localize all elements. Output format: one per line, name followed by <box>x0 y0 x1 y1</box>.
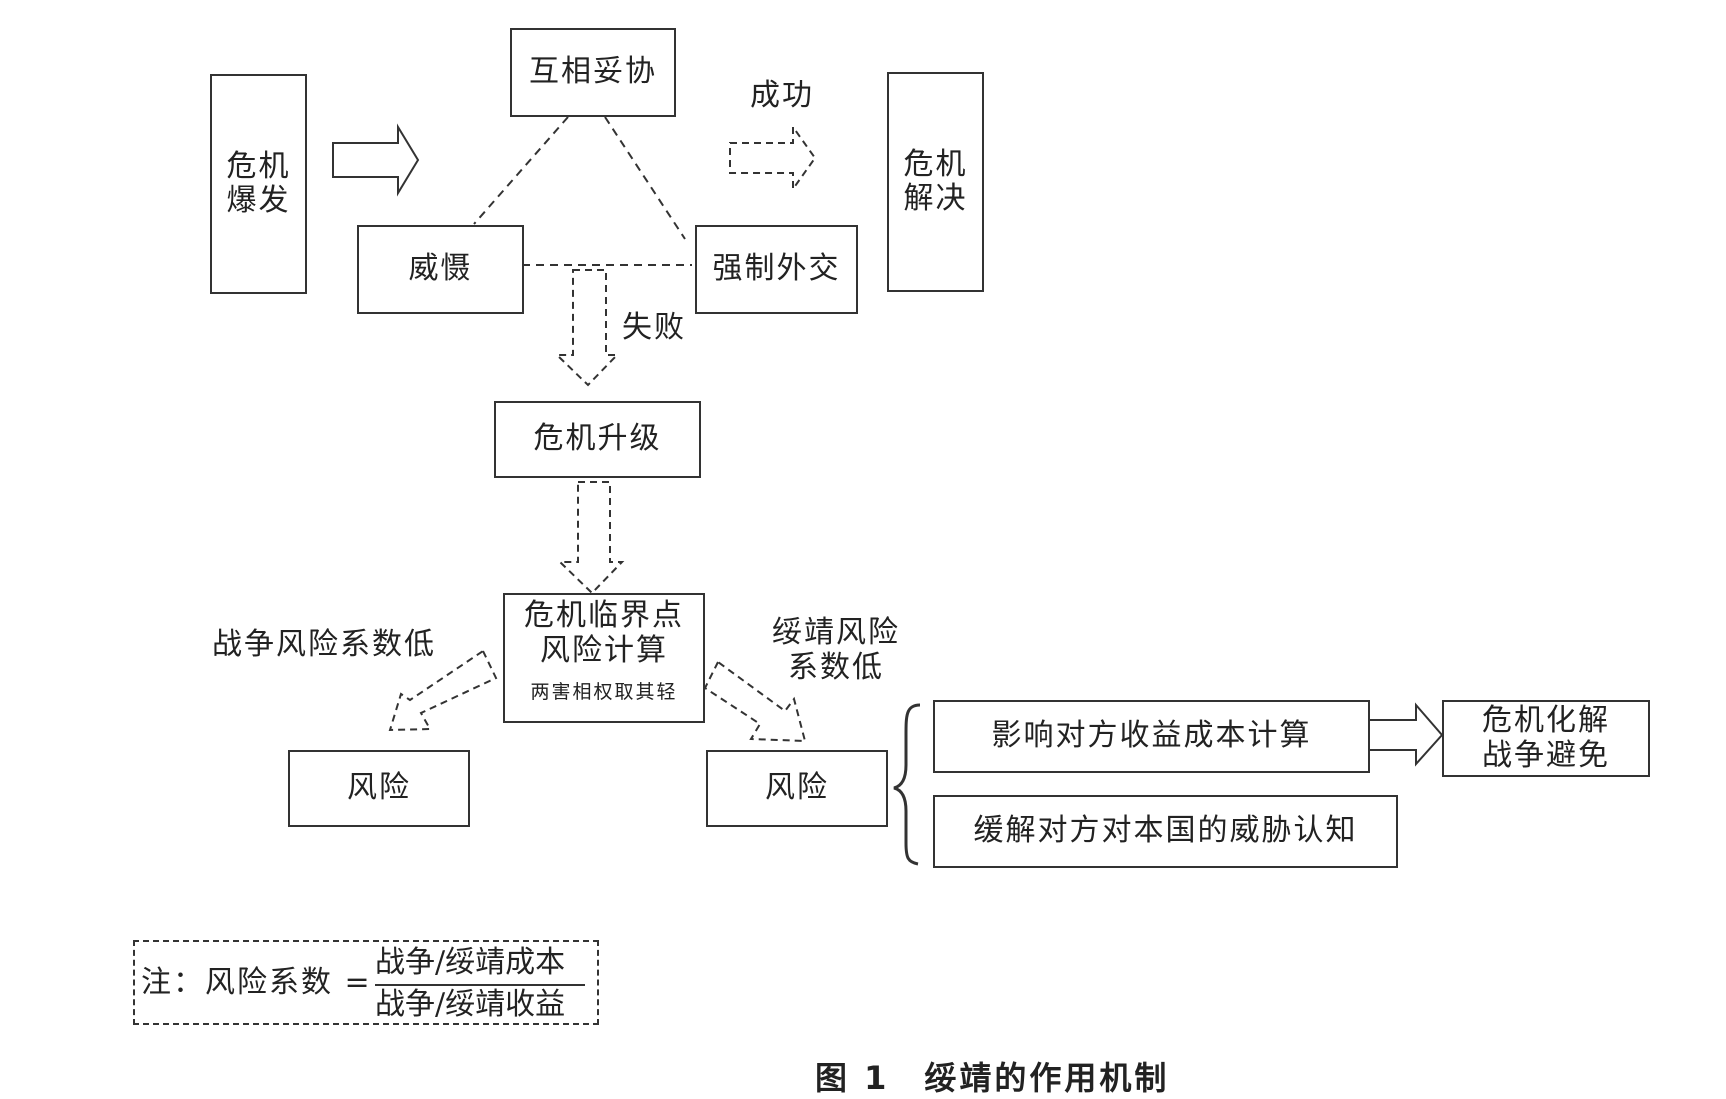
formula-denominator: 战争/绥靖收益 <box>375 987 566 1022</box>
link-compromise-coercion <box>604 116 686 240</box>
node-crisis-resolved-line2: 解决 <box>903 181 968 216</box>
node-critical-point-line2: 风险计算 <box>540 632 668 668</box>
dashed-arrow-appeasement-risk <box>703 660 807 743</box>
dashed-arrow-failure <box>554 269 620 387</box>
node-risk-left-label: 风险 <box>347 770 411 806</box>
node-crisis-resolved-line1: 危机 <box>903 146 968 182</box>
formula-prefix: 注：风险系数 = <box>141 965 372 1000</box>
node-risk-left: 风险 <box>288 750 470 827</box>
dashed-arrow-escalation <box>557 481 625 595</box>
label-appeasement-risk-low-line1: 绥靖风险 <box>772 615 900 650</box>
dashed-arrow-success <box>729 123 817 193</box>
node-crisis-escalation: 危机升级 <box>494 401 701 478</box>
node-crisis-defused: 危机化解 战争避免 <box>1442 700 1650 777</box>
node-crisis-outbreak-line2: 爆发 <box>226 183 291 218</box>
formula-fraction-bar <box>375 984 585 986</box>
node-crisis-outbreak-line1: 危机 <box>226 148 291 184</box>
node-risk-right-label: 风险 <box>765 770 829 806</box>
formula-numerator: 战争/绥靖成本 <box>375 945 566 980</box>
node-critical-point: 危机临界点 风险计算 两害相权取其轻 <box>503 593 705 723</box>
node-compromise: 互相妥协 <box>510 28 676 117</box>
node-deterrence-label: 威慑 <box>408 251 473 287</box>
label-appeasement-risk-low-line2: 系数低 <box>788 649 884 685</box>
node-deterrence: 威慑 <box>357 225 524 314</box>
label-failure: 失败 <box>622 310 686 345</box>
node-compromise-label: 互相妥协 <box>529 54 657 90</box>
node-critical-point-line1: 危机临界点 <box>524 598 684 633</box>
node-risk-right: 风险 <box>706 750 888 827</box>
node-coercive-diplomacy-label: 强制外交 <box>712 251 841 287</box>
node-critical-point-note: 两害相权取其轻 <box>530 681 678 703</box>
node-ease-threat-label: 缓解对方对本国的威胁认知 <box>973 813 1358 849</box>
solid-arrow-defused <box>1367 702 1444 767</box>
node-crisis-defused-line2: 战争避免 <box>1482 737 1610 773</box>
node-crisis-outbreak: 危机 爆发 <box>210 74 307 294</box>
link-compromise-deterrence <box>473 116 569 225</box>
label-appeasement-risk-low: 绥靖风险 系数低 <box>772 615 900 685</box>
node-ease-threat: 缓解对方对本国的威胁认知 <box>933 795 1398 868</box>
node-crisis-defused-line1: 危机化解 <box>1482 703 1610 738</box>
figure-caption: 图 1 绥靖的作用机制 <box>815 1059 1170 1097</box>
dashed-arrow-war-risk <box>388 649 498 732</box>
node-coercive-diplomacy: 强制外交 <box>695 225 858 314</box>
brace <box>893 703 921 866</box>
formula-note: 注：风险系数 = 战争/绥靖成本 战争/绥靖收益 <box>133 940 599 1025</box>
node-crisis-resolved: 危机 解决 <box>887 72 984 292</box>
label-success: 成功 <box>750 78 814 113</box>
node-influence-calc: 影响对方收益成本计算 <box>933 700 1370 773</box>
solid-arrow-outbreak <box>332 123 420 197</box>
label-war-risk-low: 战争风险系数低 <box>212 627 436 662</box>
node-influence-calc-label: 影响对方收益成本计算 <box>991 718 1312 754</box>
node-crisis-escalation-label: 危机升级 <box>533 421 662 457</box>
